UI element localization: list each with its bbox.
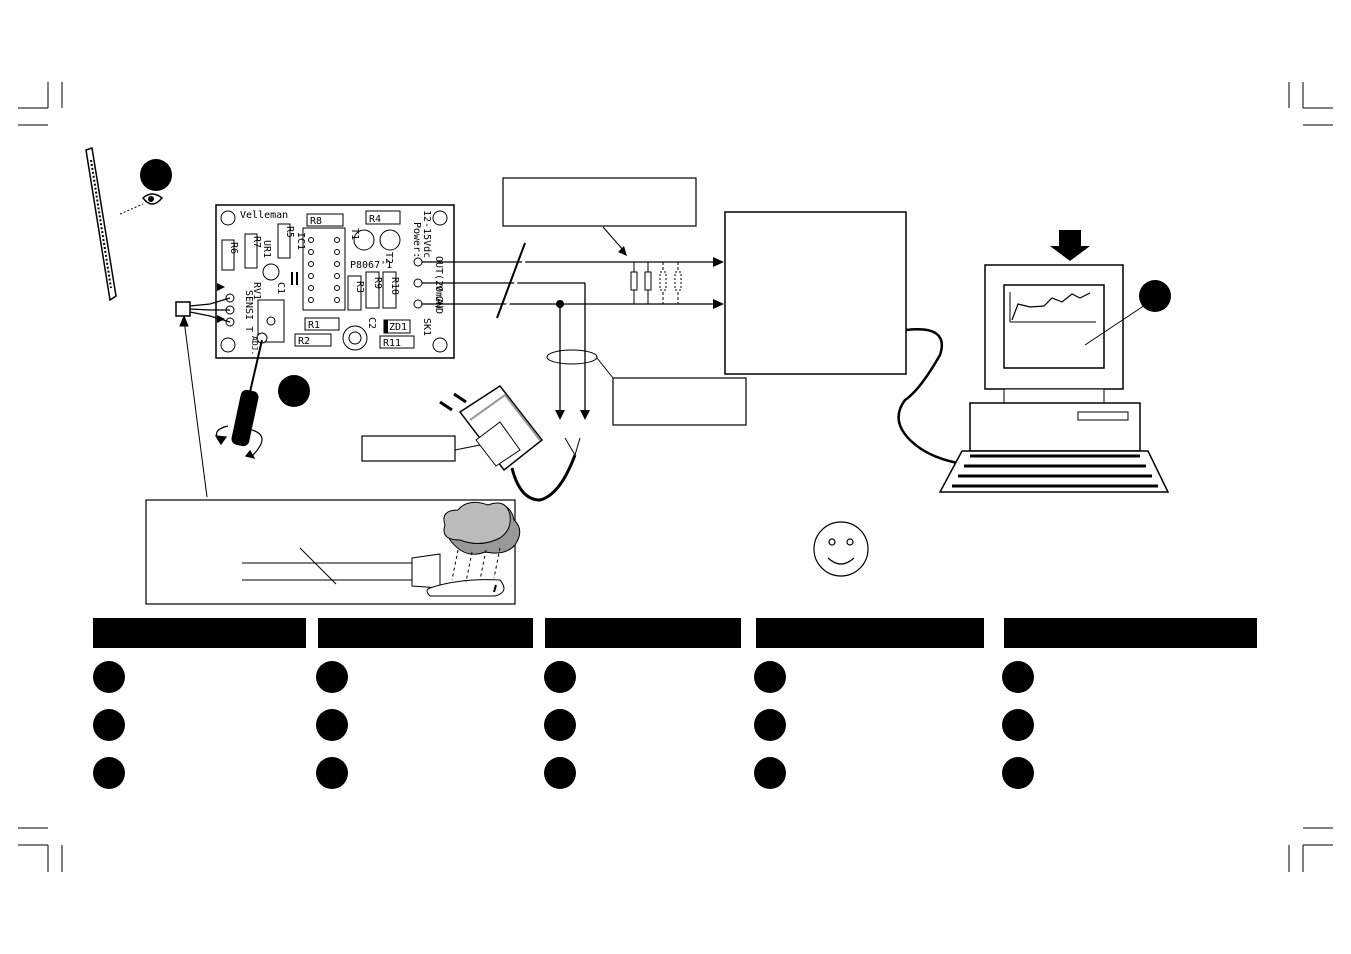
pcb-rv1: RV1 [251, 282, 262, 300]
rotate-icon [214, 425, 263, 459]
label-box-adapter [361, 435, 456, 462]
load-resistors [630, 262, 682, 304]
eye-icon [141, 193, 164, 205]
sensor-connector [175, 297, 231, 498]
pcb-t1: T1 [349, 228, 360, 240]
pcb-r11: R11 [383, 338, 401, 349]
step-dot [93, 757, 125, 789]
pcb-r10: R10 [389, 277, 400, 295]
pcb-power-label: Power: [411, 222, 422, 258]
computer-icon [938, 264, 1170, 493]
step-dot [754, 709, 786, 741]
receiver-cable [897, 328, 971, 467]
pcb-r3: R3 [354, 281, 365, 293]
pcb-ic1: IC1 [295, 232, 306, 250]
step-dot [93, 709, 125, 741]
pcb-voltage-label: 12-15Vdc [421, 210, 432, 258]
pcb-c1: C1 [275, 282, 286, 294]
step-marker-b [278, 375, 310, 407]
step-dot [754, 757, 786, 789]
pcb-t2: T2 [383, 252, 394, 264]
pcb-sk1: SK1 [421, 318, 432, 336]
smiley-icon [813, 521, 869, 577]
screwdriver-icon [231, 339, 263, 447]
step-dot [754, 661, 786, 693]
pcb-board: Velleman R8 R4 R5 R7 R6 UR1 IC1 T1 T2 C1… [215, 204, 455, 359]
column-header-bar-2 [318, 618, 533, 648]
pcb-part-number: P8067'1 [350, 260, 392, 271]
step-marker-c [1139, 280, 1171, 312]
pcb-r4: R4 [369, 214, 381, 225]
adapter-icon [439, 384, 581, 502]
step-dot [316, 757, 348, 789]
step-dot [544, 709, 576, 741]
receiver-box [724, 211, 907, 375]
step-dot [544, 661, 576, 693]
pcb-r6: R6 [228, 242, 239, 254]
step-dot [1002, 709, 1034, 741]
label-box-load [502, 177, 697, 227]
column-header-bar-3 [545, 618, 741, 648]
sensor-probe-icon [242, 547, 505, 597]
label-box-cable [612, 377, 747, 426]
signal-wires [422, 242, 715, 412]
pcb-r5: R5 [284, 226, 295, 238]
column-header-bar-5 [1004, 618, 1257, 648]
pcb-zd1: ZD1 [389, 322, 407, 333]
column-header-bar-4 [756, 618, 984, 648]
step-dot [544, 757, 576, 789]
pcb-r2: R2 [298, 336, 310, 347]
pcb-adj-label: ADJ. [250, 336, 259, 355]
column-header-bar-1 [93, 618, 306, 648]
pcb-sensor-label: SENSI T [243, 290, 254, 332]
thermometer-icon [85, 147, 117, 302]
pcb-ur1: UR1 [261, 240, 272, 258]
pcb-gnd-label: GND [433, 296, 444, 314]
pcb-brand: Velleman [240, 210, 288, 221]
pcb-r7: R7 [251, 236, 262, 248]
step-dot [316, 709, 348, 741]
pcb-r1: R1 [308, 320, 320, 331]
cloud-icon [443, 501, 521, 583]
step-dot [93, 661, 125, 693]
crop-marks [18, 82, 1333, 872]
step-dot [316, 661, 348, 693]
step-marker-a [140, 159, 172, 191]
pcb-r9: R9 [372, 277, 383, 289]
pcb-c2: C2 [366, 317, 377, 329]
step-dot [1002, 757, 1034, 789]
step-dot [1002, 661, 1034, 693]
arrow-down-icon [1050, 230, 1090, 261]
pcb-v-label: V [433, 285, 444, 291]
pcb-r8: R8 [310, 216, 322, 227]
